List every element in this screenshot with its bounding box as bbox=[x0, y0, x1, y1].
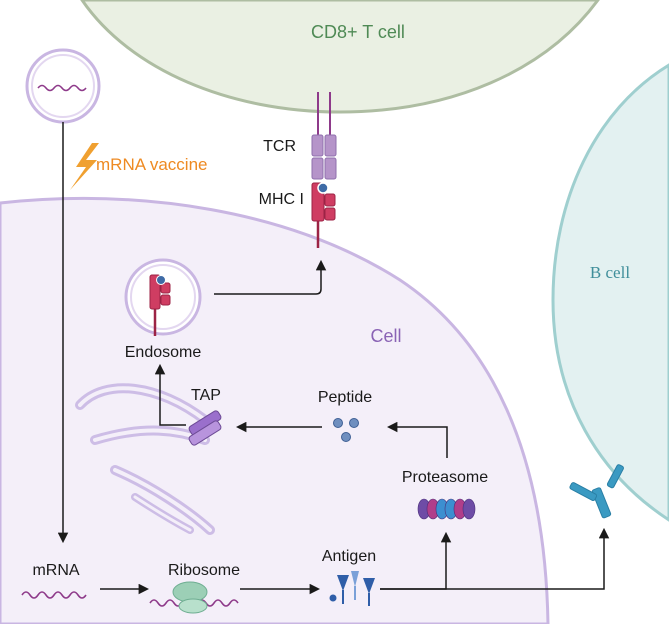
vaccine-mrna-strand bbox=[37, 84, 87, 92]
ribosome bbox=[149, 581, 239, 614]
endosome bbox=[124, 258, 202, 336]
arrow-endosome-to-surface bbox=[214, 259, 327, 295]
peptide-fragments bbox=[333, 418, 359, 442]
tap-transporter bbox=[188, 410, 222, 446]
antibody bbox=[569, 464, 624, 519]
peptide-label: Peptide bbox=[318, 389, 372, 406]
proteasome-label: Proteasome bbox=[402, 469, 488, 486]
host-cell-membrane bbox=[0, 197, 550, 624]
endoplasmic-reticulum bbox=[75, 383, 215, 535]
endosome-label: Endosome bbox=[125, 344, 202, 361]
b-cell-label: B cell bbox=[590, 263, 630, 282]
mrna-strand bbox=[21, 591, 87, 599]
tcr-label: TCR bbox=[263, 138, 296, 155]
arrow-proteasome-to-peptide bbox=[386, 421, 448, 458]
lightning-icon bbox=[70, 143, 99, 190]
proteasome bbox=[417, 498, 476, 520]
b-cell-membrane bbox=[551, 63, 669, 522]
antigen-label: Antigen bbox=[322, 548, 376, 565]
vaccine-particle bbox=[25, 48, 101, 124]
mrna-label: mRNA bbox=[32, 562, 79, 579]
arrow-tap-to-endosome bbox=[154, 363, 186, 426]
tcr-receptor bbox=[311, 92, 337, 180]
mhc-label: MHC I bbox=[259, 191, 304, 208]
ribosome-label: Ribosome bbox=[168, 562, 240, 579]
arrows bbox=[57, 122, 610, 595]
antigen-proteins bbox=[329, 571, 375, 606]
mhc-surface bbox=[311, 182, 336, 248]
vaccine-label: mRNA vaccine bbox=[96, 155, 207, 174]
cell-label: Cell bbox=[370, 326, 401, 346]
t-cell-membrane bbox=[80, 0, 600, 114]
arrow-antigen-to-bcell bbox=[380, 527, 610, 590]
tap-label: TAP bbox=[191, 387, 221, 404]
t-cell-label: CD8+ T cell bbox=[311, 22, 405, 42]
presented-peptide bbox=[317, 182, 329, 194]
